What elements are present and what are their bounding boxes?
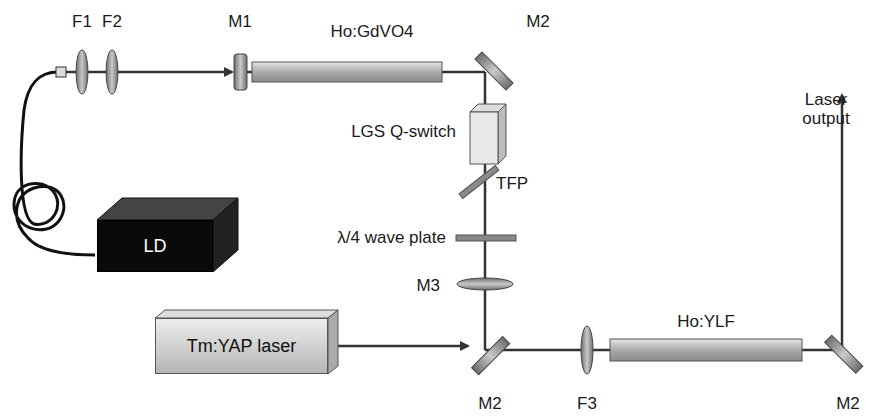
lens — [76, 50, 88, 94]
component-label: λ/4 wave plate — [337, 229, 446, 248]
thin-film-polarizer — [459, 165, 499, 198]
component-label: TFP — [496, 175, 528, 194]
pump-laser-box: Tm:YAP laser — [155, 318, 328, 374]
wave-plate — [456, 235, 516, 241]
qswitch — [470, 112, 498, 164]
laser-top — [155, 310, 338, 318]
component-label: M2 — [836, 395, 860, 414]
crystal — [252, 62, 442, 82]
mirror — [457, 278, 513, 290]
component-label: M3 — [416, 277, 440, 296]
component-label: M1 — [228, 13, 252, 32]
component-label: F1 — [72, 13, 92, 32]
fiber — [14, 72, 95, 255]
component-label: F3 — [577, 395, 597, 414]
component-label: Ho:YLF — [677, 313, 735, 332]
crystal — [610, 339, 802, 361]
lens — [581, 326, 593, 374]
laser-beam — [66, 72, 842, 350]
box-label: Tm:YAP laser — [187, 336, 296, 357]
laser-side — [328, 310, 338, 374]
laser-diode-box: LD — [97, 220, 213, 272]
component-label: LGS Q-switch — [351, 123, 456, 142]
fiber-connector — [56, 67, 66, 77]
component-label: Laser output — [791, 91, 861, 128]
component-label: M2 — [526, 13, 550, 32]
box-label: LD — [143, 236, 166, 257]
component-label: M2 — [478, 395, 502, 414]
qswitch-side — [498, 104, 506, 164]
mirror — [825, 335, 863, 373]
mirror — [234, 54, 247, 90]
component-label: Ho:GdVO4 — [330, 23, 413, 42]
component-label: F2 — [102, 13, 122, 32]
lens — [106, 50, 118, 94]
ld-side — [213, 198, 238, 272]
mirror — [472, 337, 510, 375]
mirror — [475, 52, 513, 90]
